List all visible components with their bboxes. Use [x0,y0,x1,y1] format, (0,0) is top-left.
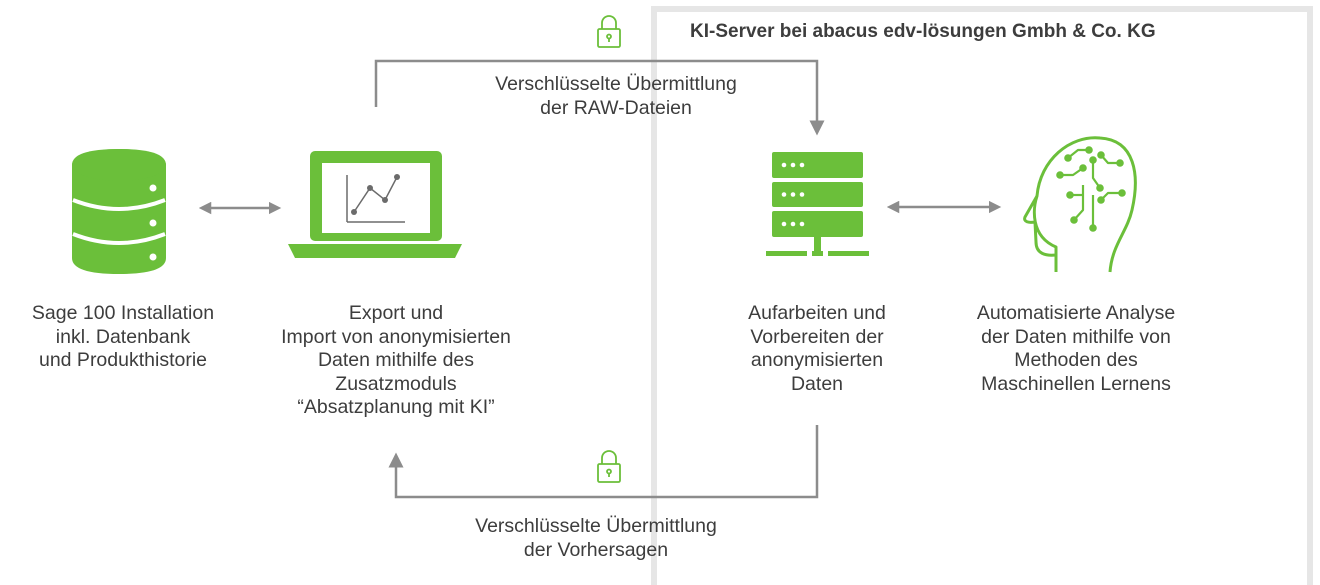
flow-arrow-top [374,59,825,136]
laptop-label-line: Export und [348,302,444,324]
flow-label-bottom-line1: Verschlüsselte Übermittlung [475,515,717,537]
server-icon [766,152,869,256]
database-label: Sage 100 Installation inkl. Datenbank un… [0,302,246,373]
ai-label: Automatisierte Analyse der Daten mithilf… [931,302,1221,396]
flow-arrow-bottom [388,425,819,499]
server-panel-title: KI-Server bei abacus edv-lösungen Gmbh &… [690,21,1156,42]
padlock-icon [597,450,621,483]
ai-label-line: Automatisierte Analyse [976,302,1176,324]
ai-label-line: Maschinellen Lernens [981,372,1171,395]
database-label-line: inkl. Datenbank [55,325,191,348]
padlock-icon [597,15,621,48]
flow-label-bottom: Verschlüsselte Übermittlung der Vorhersa… [431,515,761,562]
server-label-line: Vorbereiten der [750,325,884,348]
database-label-line: und Produkthistorie [38,349,208,371]
flow-label-top: Verschlüsselte Übermittlung der RAW-Date… [451,73,781,120]
server-label-line: anonymisierten [750,349,884,371]
flow-label-top-line2: der RAW-Dateien [540,96,692,119]
flow-label-top-line1: Verschlüsselte Übermittlung [495,73,737,95]
flow-label-bottom-line2: der Vorhersagen [523,538,669,561]
server-panel-border [651,6,1313,585]
laptop-chart-icon [288,151,462,258]
ai-brain-head-icon [1023,136,1137,273]
laptop-label-line: “Absatzplanung mit KI” [297,396,495,418]
database-icon [72,149,166,274]
ai-label-line: Methoden des [1014,349,1138,371]
server-label-line: Aufarbeiten und [748,302,886,324]
laptop-label: Export und Import von anonymisierten Dat… [246,302,546,420]
database-label-line: Sage 100 Installation [31,302,215,324]
laptop-label-line: Daten mithilfe des [317,349,475,371]
laptop-label-line: Import von anonymisierten [281,325,511,348]
ai-label-line: der Daten mithilfe von [981,325,1171,348]
server-label-line: Daten [790,372,844,395]
server-label: Aufarbeiten und Vorbereiten der anonymis… [707,302,927,396]
laptop-label-line: Zusatzmoduls [335,372,457,395]
